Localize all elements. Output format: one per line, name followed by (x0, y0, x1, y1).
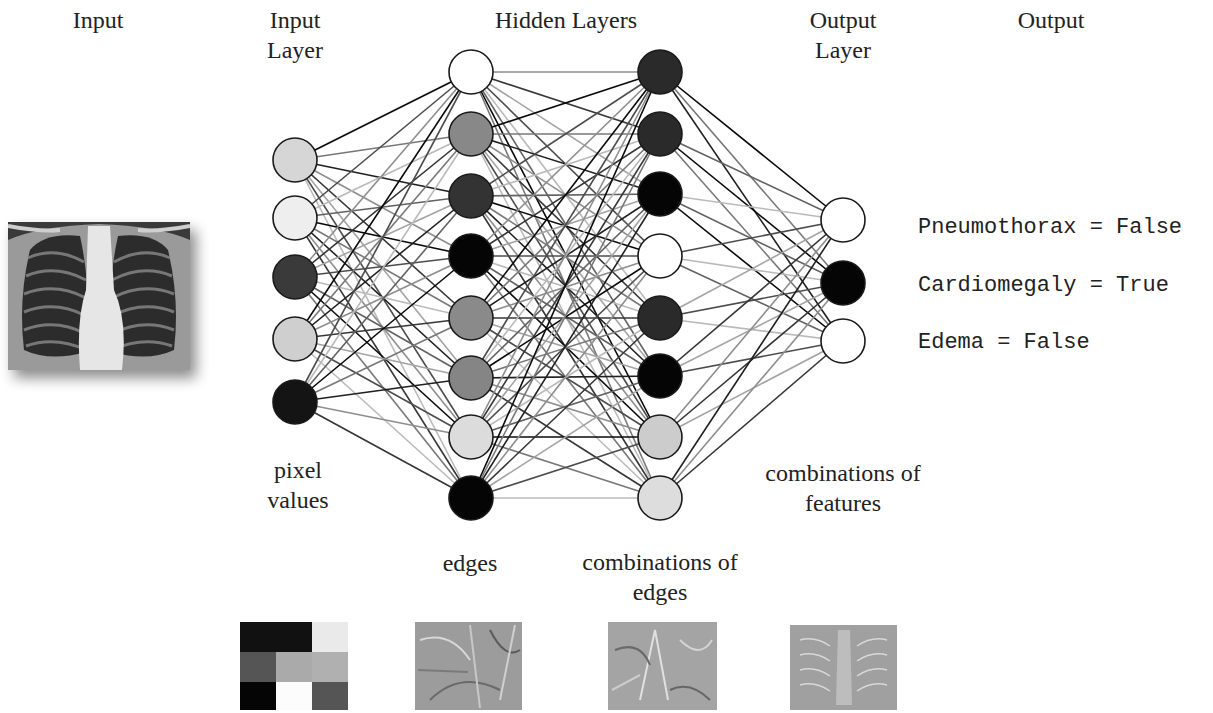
connection-line (295, 378, 471, 402)
connection-line (660, 283, 843, 318)
connection-line (471, 72, 660, 134)
connection-line (295, 402, 471, 498)
connection-line (471, 72, 660, 256)
connection-line (660, 194, 843, 341)
layer-caption: edges (410, 548, 530, 578)
connection-line (471, 72, 660, 256)
connection-line (660, 341, 843, 437)
neuron (638, 234, 682, 278)
layer-caption: combinations of features (754, 458, 932, 518)
chest-xray (8, 222, 196, 378)
connection-line (660, 220, 843, 256)
neuron (449, 476, 493, 520)
neuron (449, 356, 493, 400)
column-heading: Output Layer (793, 5, 893, 65)
connection-line (660, 220, 843, 498)
connection-line (471, 194, 660, 498)
connection-line (471, 437, 660, 498)
edge-feature-thumbnail (415, 622, 522, 710)
connection-line (471, 497, 660, 499)
feature-combination-thumbnail (790, 625, 897, 710)
connection-line (471, 376, 660, 498)
neuron (638, 50, 682, 94)
connection-line (295, 402, 471, 437)
connection-line (660, 220, 843, 376)
layer-caption: pixel values (252, 455, 344, 515)
neuron (449, 234, 493, 278)
layer-caption: combinations of edges (571, 547, 749, 607)
neuron (638, 112, 682, 156)
connection-line (471, 256, 660, 498)
connection-line (295, 256, 471, 402)
neuron (273, 317, 317, 361)
neuron (273, 196, 317, 240)
network-connections (295, 72, 843, 498)
connection-line (295, 277, 471, 437)
neuron (449, 50, 493, 94)
neuron (449, 296, 493, 340)
connection-line (295, 134, 471, 402)
connection-line (471, 318, 660, 378)
connection-line (295, 72, 471, 402)
connection-line (471, 376, 660, 437)
neuron (273, 138, 317, 182)
connection-line (471, 72, 660, 498)
connection-line (660, 220, 843, 437)
output-value: Edema = False (918, 328, 1090, 358)
column-heading: Output (991, 5, 1111, 35)
column-heading: Input (38, 5, 158, 35)
connection-line (471, 72, 660, 318)
network-neurons (273, 50, 865, 520)
column-heading: Input Layer (248, 5, 343, 65)
neuron (638, 172, 682, 216)
connection-line (660, 134, 843, 341)
neuron (821, 261, 865, 305)
column-heading: Hidden Layers (456, 5, 676, 35)
connection-line (471, 72, 660, 378)
connection-line (295, 160, 471, 318)
neuron (449, 112, 493, 156)
output-value: Pneumothorax = False (918, 213, 1182, 243)
connection-line (295, 196, 471, 402)
neuron (638, 296, 682, 340)
connection-line (660, 72, 843, 220)
neuron (638, 354, 682, 398)
connection-line (471, 437, 660, 498)
neuron (449, 415, 493, 459)
connection-line (471, 72, 660, 318)
connection-line (471, 256, 660, 498)
connection-line (471, 318, 660, 498)
connection-line (660, 72, 843, 341)
edge-combination-thumbnail (608, 622, 717, 710)
neuron (638, 476, 682, 520)
neuron (638, 415, 682, 459)
connection-line (471, 72, 660, 437)
connection-line (471, 72, 660, 498)
connection-line (295, 218, 471, 498)
connection-line (471, 134, 660, 498)
output-value: Cardiomegaly = True (918, 271, 1169, 301)
connection-line (295, 196, 471, 218)
pixel-grid-thumbnail (240, 622, 348, 710)
connection-line (471, 72, 660, 437)
connection-line (471, 71, 660, 73)
connection-line (295, 318, 471, 402)
connection-line (471, 134, 660, 498)
neuron (449, 174, 493, 218)
neuron (821, 198, 865, 242)
neuron (821, 319, 865, 363)
connection-line (295, 218, 471, 437)
connection-line (471, 72, 660, 134)
neuron (273, 255, 317, 299)
connection-line (295, 72, 471, 218)
connection-line (660, 220, 843, 318)
connection-line (295, 160, 471, 498)
neuron (273, 380, 317, 424)
